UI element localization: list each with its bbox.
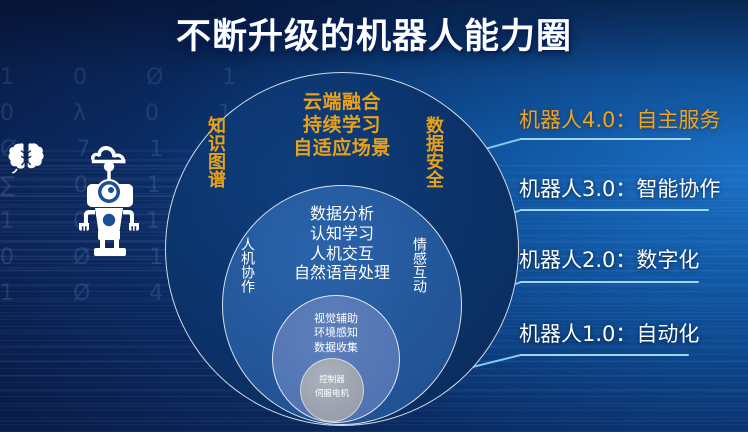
- cloud-icon: [91, 146, 126, 164]
- ring-3-line-1: 数据分析: [309, 204, 374, 223]
- ring-3-right-label: 情感互动: [411, 237, 427, 293]
- ring-4-left-label: 知识图谱: [205, 116, 226, 188]
- ring-4-line-2: 持续学习: [302, 114, 381, 137]
- ring-2-line-2: 环境感知: [314, 326, 358, 340]
- ring-3-text: 数据分析 认知学习 人机交互 自然语音处理: [223, 204, 461, 283]
- ring-4-line-1: 云端融合: [302, 91, 381, 113]
- ring-3-line-4: 自然语音处理: [293, 263, 390, 283]
- ring-2-text: 视觉辅助 环境感知 数据收集: [273, 312, 399, 355]
- ring-3-line-3: 人机交互: [309, 243, 374, 263]
- robot-icon: [79, 146, 139, 256]
- brain-icon: [8, 143, 44, 174]
- ring-2-line-3: 数据收集: [314, 340, 358, 354]
- ring-4-line-3: 自适应场景: [293, 137, 391, 160]
- ring-4-text: 云端融合 持续学习 自适应场景: [166, 91, 518, 161]
- ring-1-text: 控制器 伺服电机: [301, 374, 363, 401]
- page-title: 不断升级的机器人能力圈: [175, 17, 572, 57]
- ring-1-circle[interactable]: 控制器 伺服电机: [300, 358, 364, 422]
- ring-1-line-2: 伺服电机: [314, 388, 349, 399]
- ring-4-right-label: 数据安全: [423, 116, 444, 188]
- ring-3-left-label: 人机协作: [239, 237, 255, 293]
- ring-3-line-2: 认知学习: [309, 223, 374, 243]
- ring-2-line-1: 视觉辅助: [314, 312, 358, 325]
- legend-label-1[interactable]: 机器人1.0：自动化: [519, 322, 700, 346]
- legend-label-3[interactable]: 机器人3.0：智能协作: [519, 177, 721, 201]
- legend-label-2[interactable]: 机器人2.0：数字化: [519, 248, 700, 272]
- legend-label-4[interactable]: 机器人4.0：自主服务: [519, 108, 721, 132]
- ring-1-line-1: 控制器: [319, 375, 345, 385]
